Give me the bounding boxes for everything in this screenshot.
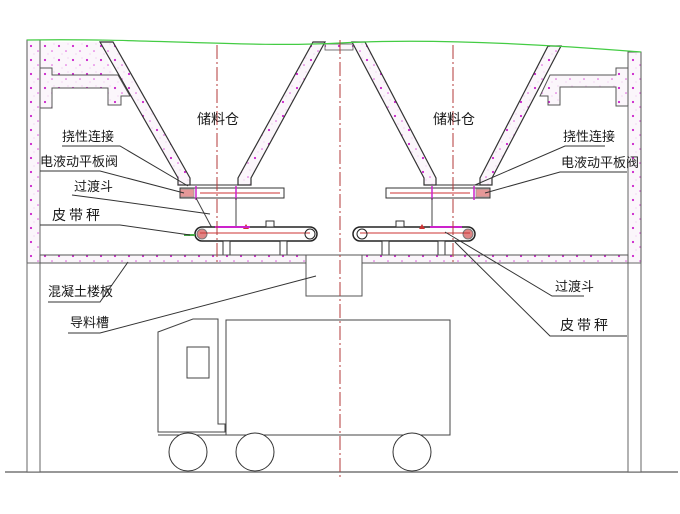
label-guide-chute: 导料槽 <box>70 316 110 331</box>
label-flexible-joint-left: 挠性连接 <box>62 130 115 145</box>
gate-valve-right <box>385 186 491 200</box>
left-wall <box>26 39 131 473</box>
label-gate-valve-right: 电液动平板阀 <box>561 156 640 171</box>
centerlines <box>216 40 454 478</box>
label-gate-valve-left: 电液动平板阀 <box>40 155 119 170</box>
inner-wall-lines <box>39 106 629 472</box>
label-concrete-floor-slab: 混凝土楼板 <box>48 285 114 300</box>
storage-bin-right <box>324 41 562 186</box>
label-storage-bin-right: 储料仓 <box>433 112 475 128</box>
label-flexible-joint-right: 挠性连接 <box>563 130 616 145</box>
gate-valve-left <box>179 186 285 200</box>
label-storage-bin-left: 储料仓 <box>197 112 239 128</box>
belt-scale-left <box>184 220 318 256</box>
label-transition-hopper-right: 过渡斗 <box>555 280 595 295</box>
guide-chute <box>305 254 363 297</box>
leader-lines <box>40 145 627 337</box>
label-belt-scale-left: 皮带秤 <box>52 208 103 224</box>
label-belt-scale-right: 皮带秤 <box>560 318 611 334</box>
truck <box>157 318 451 472</box>
label-transition-hopper-left: 过渡斗 <box>74 180 114 195</box>
belt-scale-right <box>352 220 476 256</box>
storage-bin-left <box>98 41 327 186</box>
